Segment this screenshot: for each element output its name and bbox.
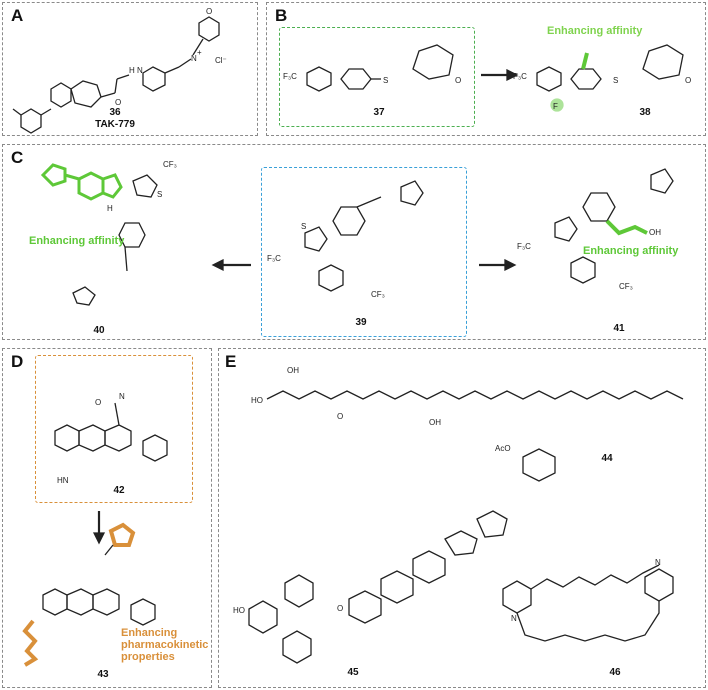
oxygen-37: O bbox=[455, 76, 461, 85]
pyridinium-n-1: N bbox=[511, 614, 517, 623]
annotation-enhancing-affinity-c-right: Enhancing affinity bbox=[583, 245, 679, 257]
panel-c: C H CF₃ S Enhancing affinity 40 F₃C S CF… bbox=[2, 144, 706, 340]
compound-label-45: 45 bbox=[347, 667, 359, 678]
annotation-enhancing-affinity-b: Enhancing affinity bbox=[547, 25, 643, 37]
compound-39-structure: F₃C S CF₃ bbox=[267, 180, 424, 299]
compound-label-37: 37 bbox=[373, 107, 385, 118]
cation-n: N bbox=[191, 54, 197, 63]
panel-e: E HO OH O OH AcO 44 O HO 45 N N 46 bbox=[218, 348, 706, 688]
sulfur-37: S bbox=[383, 76, 388, 85]
compound-label-38: 38 bbox=[639, 107, 651, 118]
panel-b-letter: B bbox=[275, 6, 288, 25]
cf3-39: CF₃ bbox=[371, 290, 385, 299]
oh-44-2: OH bbox=[429, 418, 441, 427]
compound-42-structure: O N HN bbox=[54, 392, 168, 485]
compound-label-43: 43 bbox=[97, 669, 109, 680]
ho-44: HO bbox=[251, 396, 263, 405]
compound-40-structure: H CF₃ S bbox=[40, 160, 177, 306]
oxygen-44: O bbox=[337, 412, 343, 421]
reaction-arrow-c-left bbox=[211, 258, 251, 272]
compound-label-41: 41 bbox=[613, 323, 625, 334]
reaction-arrow-d bbox=[92, 511, 106, 545]
oxygen-38: O bbox=[685, 76, 691, 85]
compound-name-tak779: TAK-779 bbox=[95, 119, 135, 130]
aco-44: AcO bbox=[495, 444, 511, 453]
cf3-41: CF₃ bbox=[619, 282, 633, 291]
compound-37-structure: F₃C S O bbox=[283, 44, 461, 92]
benzimidazole-nh: H bbox=[107, 204, 113, 213]
amine-n-42: N bbox=[119, 392, 125, 401]
f3c-39: F₃C bbox=[267, 254, 281, 263]
compound-42-box bbox=[35, 355, 193, 503]
panel-e-letter: E bbox=[225, 352, 237, 371]
panel-d: D O N HN 42 Enhancing pharmacokinetic pr… bbox=[2, 348, 212, 688]
hydroxyl-41: OH bbox=[649, 228, 661, 237]
sulfur-38: S bbox=[613, 76, 618, 85]
chloride-anion: Cl⁻ bbox=[215, 56, 227, 65]
panel-a-letter: A bbox=[11, 6, 24, 25]
compound-label-42: 42 bbox=[113, 485, 125, 496]
compound-45-structure: O HO bbox=[233, 510, 508, 664]
compound-38-structure: F₃C F S O bbox=[513, 44, 691, 112]
compound-44-structure: HO OH O OH AcO bbox=[251, 366, 684, 482]
oxygen-45: O bbox=[337, 604, 343, 613]
oxygen-a: O bbox=[115, 98, 121, 107]
compound-46-structure: N N bbox=[502, 558, 674, 642]
panel-a: A O H N N + Cl⁻ O 36 TAK-779 bbox=[2, 2, 258, 136]
f3c-41: F₃C bbox=[517, 242, 531, 251]
panel-c-letter: C bbox=[11, 148, 24, 167]
indole-hn-42: HN bbox=[57, 476, 69, 485]
pyridinium-n-2: N bbox=[655, 558, 661, 567]
fluorine-38: F bbox=[553, 102, 558, 111]
compound-37-box bbox=[279, 27, 475, 127]
ho-45: HO bbox=[233, 606, 245, 615]
cf3-40: CF₃ bbox=[163, 160, 177, 169]
panel-b: B F₃C S O 37 Enhancing affinity F₃C F S … bbox=[266, 2, 706, 136]
compound-43-structure bbox=[22, 522, 156, 667]
oh-44-1: OH bbox=[287, 366, 299, 375]
compound-label-39: 39 bbox=[355, 317, 367, 328]
annotation-enhancing-pk: Enhancing pharmacokinetic properties bbox=[121, 627, 209, 663]
reaction-arrow-b bbox=[481, 68, 519, 82]
compound-label-46: 46 bbox=[609, 667, 621, 678]
oxygen-42: O bbox=[95, 398, 101, 407]
cation-charge: + bbox=[197, 48, 202, 57]
compound-label-36: 36 bbox=[109, 107, 121, 118]
compound-41-structure: F₃C OH CF₃ bbox=[517, 168, 674, 291]
amide-nh-a: H N bbox=[129, 66, 143, 75]
compound-label-40: 40 bbox=[93, 325, 105, 336]
tak779-structure: O H N N + Cl⁻ O bbox=[12, 7, 227, 134]
cf3-37: F₃C bbox=[283, 72, 297, 81]
compound-label-44: 44 bbox=[601, 453, 613, 464]
svg-text:O: O bbox=[206, 7, 212, 16]
reaction-arrow-c-right bbox=[479, 258, 517, 272]
cf3-38: F₃C bbox=[513, 72, 527, 81]
sulfur-40: S bbox=[157, 190, 162, 199]
panel-d-letter: D bbox=[11, 352, 24, 371]
annotation-enhancing-affinity-c-left: Enhancing affinity bbox=[29, 235, 125, 247]
compound-39-box bbox=[261, 167, 467, 337]
sulfur-39: S bbox=[301, 222, 306, 231]
